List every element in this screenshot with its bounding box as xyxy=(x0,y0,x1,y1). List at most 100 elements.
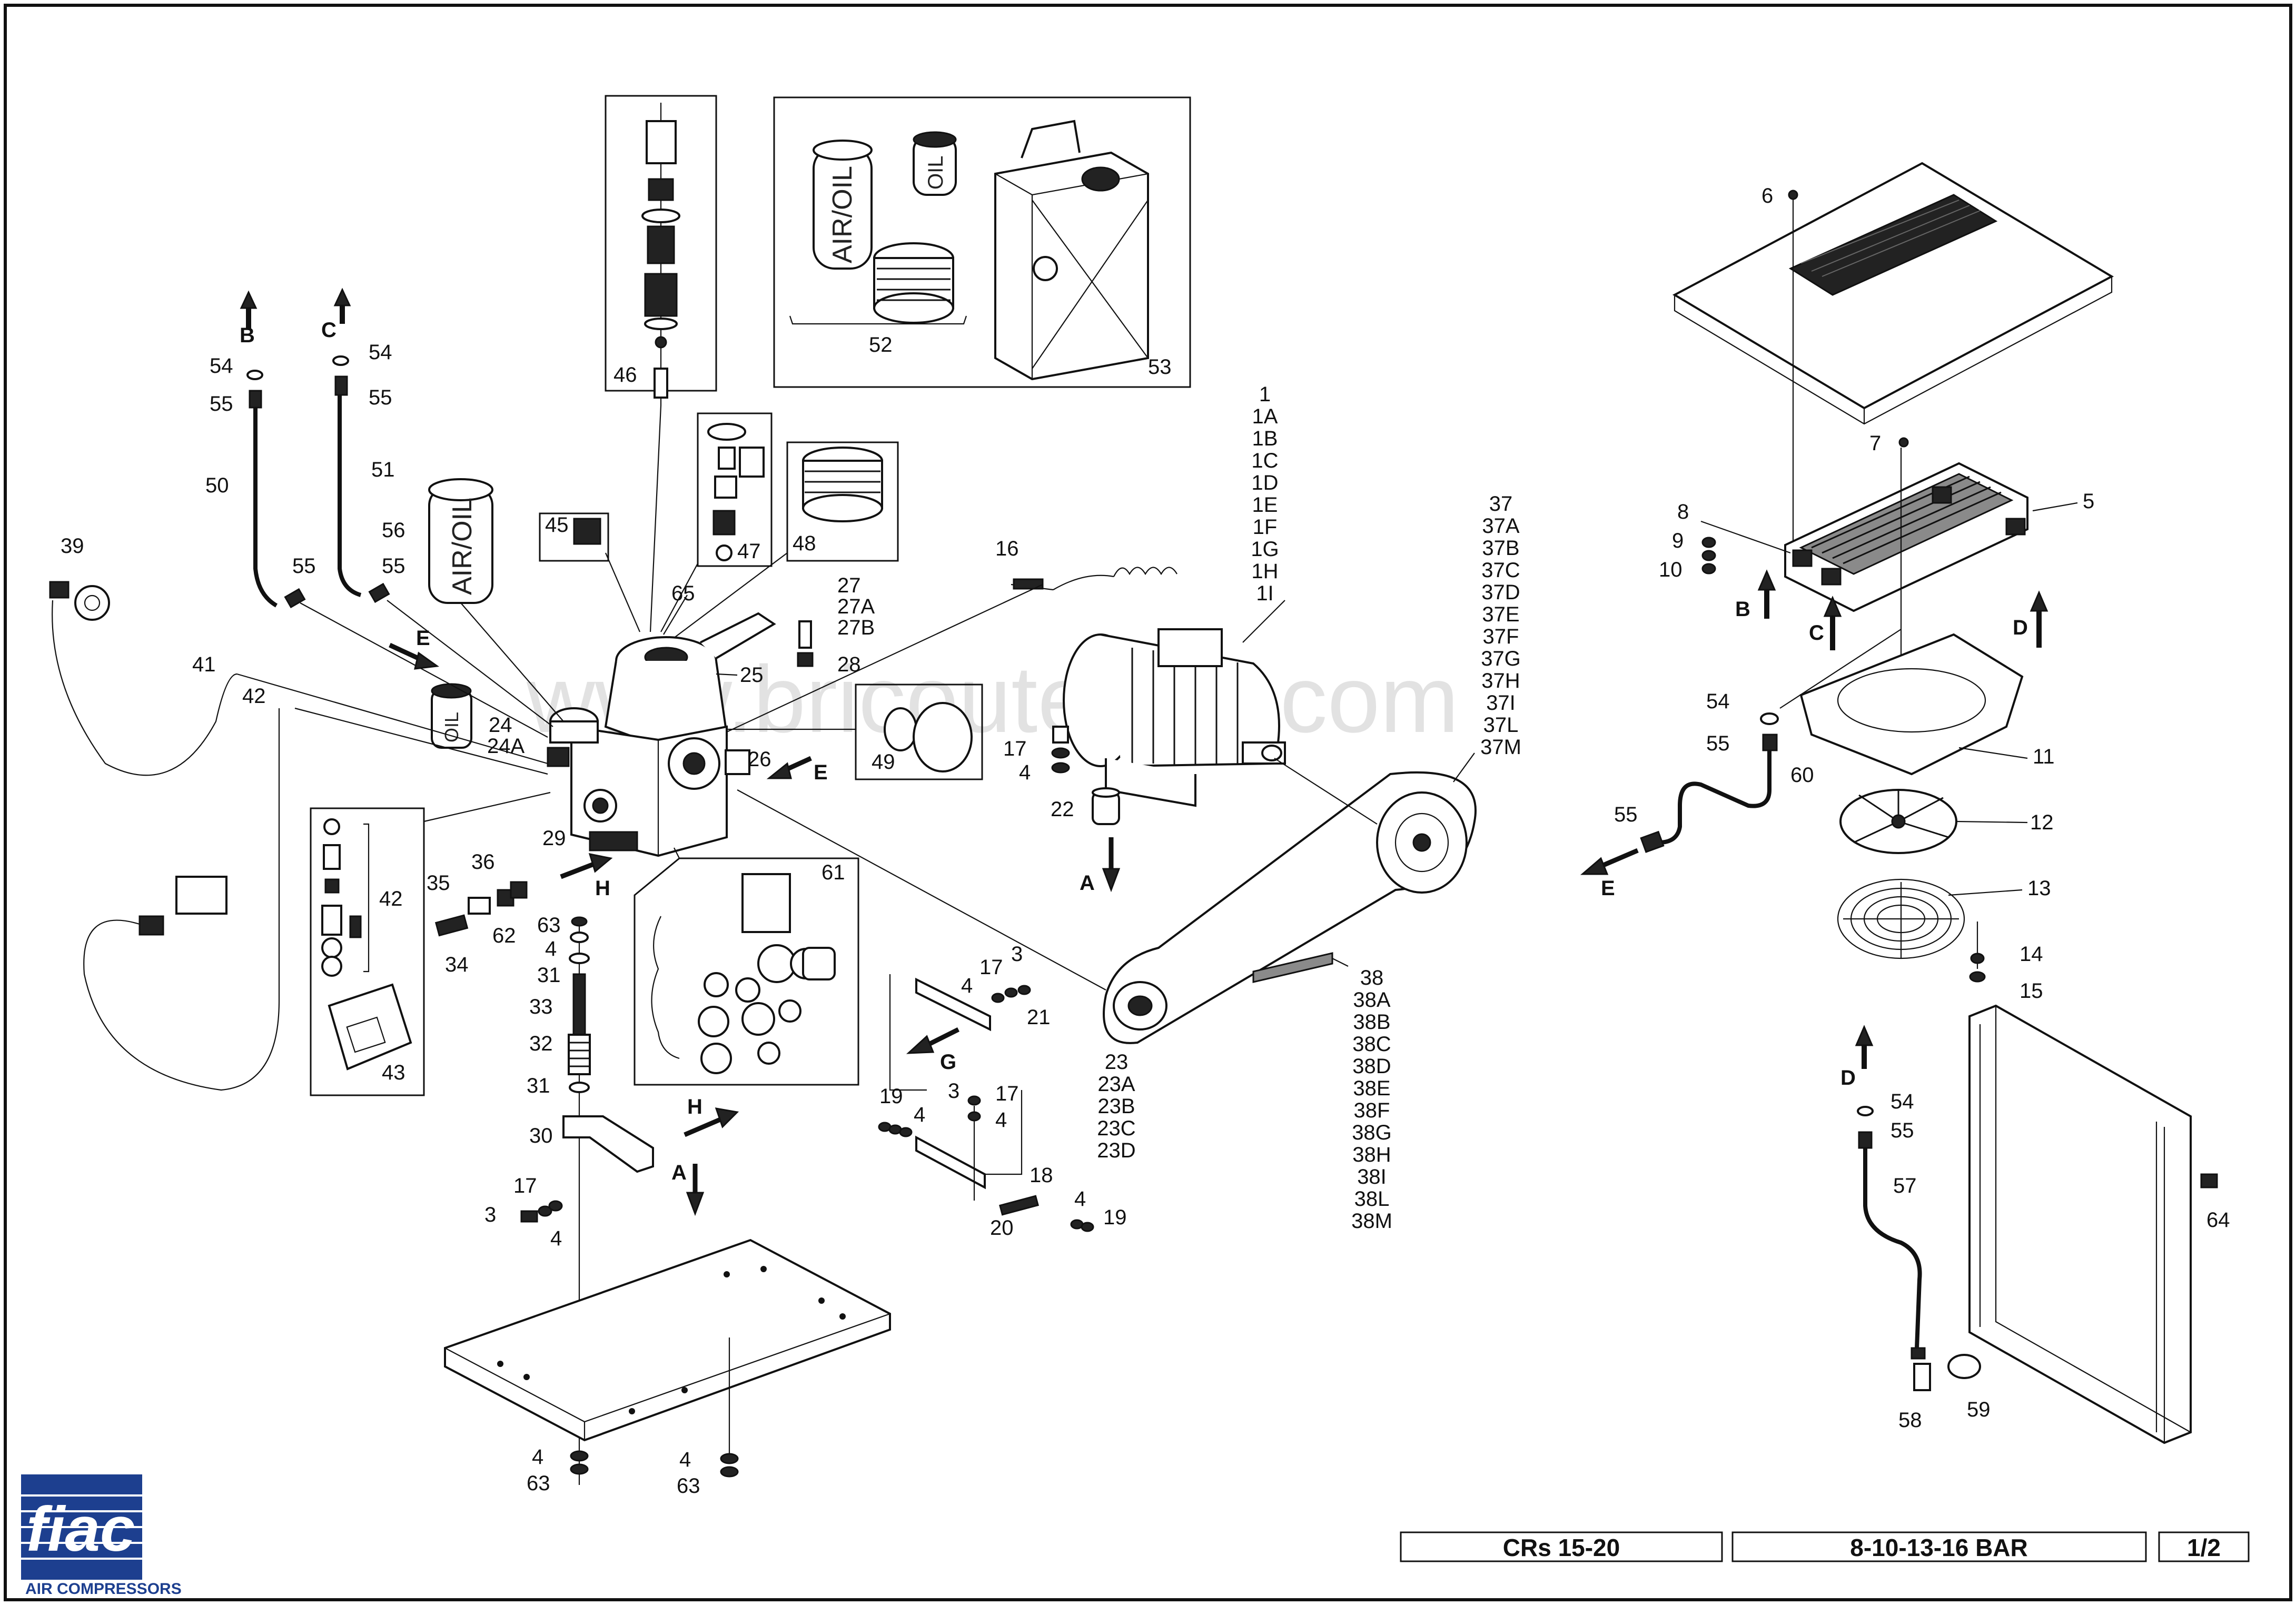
part-code: 37A xyxy=(1482,514,1519,538)
fiac-logo: fiac AIR COMPRESSORS xyxy=(21,1474,182,1598)
callout-13: 13 xyxy=(2027,877,2051,900)
callout-53: 53 xyxy=(1148,355,1172,379)
oil-cooler-5 xyxy=(1784,462,2028,612)
callout-55-left-c: 55 xyxy=(369,386,392,409)
side-frame-64 xyxy=(1968,1004,2218,1444)
callout-9: 9 xyxy=(1672,529,1684,552)
part-code: 1G xyxy=(1251,538,1279,561)
part-code: 1H xyxy=(1251,560,1278,583)
callout-45: 45 xyxy=(545,513,569,537)
callout-39: 39 xyxy=(61,534,84,558)
callout-21: 21 xyxy=(1027,1006,1051,1029)
part-code: 38M xyxy=(1351,1210,1392,1233)
callout-24: 24 xyxy=(489,714,512,737)
cooler-cover xyxy=(1672,162,2114,425)
flow-label-a-upper: A xyxy=(1080,871,1095,895)
callout-55-left-b: 55 xyxy=(210,392,233,415)
callout-5: 5 xyxy=(2083,490,2094,513)
part-box-49: 49 xyxy=(855,683,983,780)
title-block: CRs 15-20 8-10-13-16 BAR 1/2 xyxy=(1400,1531,2250,1562)
callout-50: 50 xyxy=(205,474,229,497)
part-code: 1E xyxy=(1252,493,1278,517)
callout-33: 33 xyxy=(529,995,553,1018)
callout-55-hose-c: 55 xyxy=(382,554,405,578)
callout-34: 34 xyxy=(445,953,469,976)
part-code: 1 xyxy=(1259,383,1271,406)
fittings-8-10 xyxy=(1700,520,1791,574)
part-code: 37M xyxy=(1480,736,1521,759)
electric-motor xyxy=(1063,628,1286,807)
callout-4-foot-right: 4 xyxy=(679,1448,691,1471)
callout-30: 30 xyxy=(529,1124,553,1147)
callout-8: 8 xyxy=(1677,500,1689,523)
callout-4-foot-left: 4 xyxy=(532,1445,543,1469)
part-code: 1D xyxy=(1251,471,1278,494)
callout-42-box: 42 xyxy=(379,887,403,910)
part-code: 1A xyxy=(1252,405,1278,428)
callout-27b: 27B xyxy=(837,616,875,639)
callout-15: 15 xyxy=(2020,979,2043,1003)
flow-arrow-c-right xyxy=(1823,596,1842,650)
part-code: 38L xyxy=(1354,1187,1390,1211)
hoses-left xyxy=(240,288,553,738)
valve-assembly-46 xyxy=(605,95,717,405)
callout-4-right: 4 xyxy=(1074,1187,1086,1211)
callout-54-left-b: 54 xyxy=(210,354,233,378)
callout-31-lower: 31 xyxy=(527,1074,550,1097)
drain-hose-57 xyxy=(1855,1025,1981,1391)
belt-tensioner-bracket xyxy=(878,974,1094,1232)
callout-3-mid: 3 xyxy=(948,1079,959,1103)
part-code: 37E xyxy=(1482,603,1519,626)
callout-41: 41 xyxy=(192,653,216,676)
consumables-kit: AIR/OIL OIL xyxy=(773,96,1191,388)
pressure-label: 8-10-13-16 BAR xyxy=(1850,1534,2027,1561)
fittings-34-36 xyxy=(434,881,528,937)
part-code: 1C xyxy=(1251,449,1278,472)
callout-22: 22 xyxy=(1051,798,1074,821)
part-box-42-43: 42 43 xyxy=(310,807,425,1096)
flow-arrow-a-upper xyxy=(1102,837,1121,893)
consumables-box xyxy=(773,96,1191,388)
flow-arrow-g xyxy=(906,1027,960,1054)
callout-4-bracket-top: 4 xyxy=(961,974,973,997)
callout-17-mid: 17 xyxy=(995,1082,1019,1105)
callout-43: 43 xyxy=(382,1061,405,1084)
flow-arrow-e-upper xyxy=(389,642,440,670)
bolt-set-3-17-4 xyxy=(520,1200,563,1223)
air-end-assembly xyxy=(547,612,776,857)
callout-3-bracket-top: 3 xyxy=(1011,943,1023,966)
callout-52: 52 xyxy=(869,333,893,356)
oil-filter-label: OIL xyxy=(924,156,947,190)
outlet-hose-60 xyxy=(1640,629,1902,853)
callout-56: 56 xyxy=(382,519,405,542)
part-code: 1F xyxy=(1253,516,1278,539)
part-code: 38A xyxy=(1353,988,1390,1012)
mount-column xyxy=(562,916,654,1485)
callout-49: 49 xyxy=(872,750,895,774)
part-code: 23C xyxy=(1097,1117,1135,1140)
sheet-label: 1/2 xyxy=(2187,1534,2221,1561)
callout-35: 35 xyxy=(427,871,450,895)
callout-59: 59 xyxy=(1967,1398,1991,1421)
part-box-47: 47 xyxy=(697,412,773,567)
part-box-48: 48 xyxy=(786,441,899,562)
flow-label-b-left: B xyxy=(240,324,255,347)
callout-4-lower: 4 xyxy=(550,1227,562,1250)
fan-12 xyxy=(1839,789,1957,854)
callout-19-left: 19 xyxy=(879,1085,903,1108)
flow-label-a-lower: A xyxy=(671,1161,687,1184)
callout-29: 29 xyxy=(542,827,566,850)
flow-label-h-upper: H xyxy=(595,877,610,900)
callout-31-upper: 31 xyxy=(537,964,561,987)
air-element-part xyxy=(873,242,954,324)
callout-57: 57 xyxy=(1893,1174,1917,1197)
callout-20: 20 xyxy=(990,1216,1014,1240)
callout-63-foot-left: 63 xyxy=(527,1472,550,1495)
flow-arrow-a-lower xyxy=(686,1164,705,1216)
callout-4-left: 4 xyxy=(914,1103,925,1126)
callout-4-motor: 4 xyxy=(1019,761,1031,784)
part-code: 37G xyxy=(1481,647,1521,670)
callout-27a: 27A xyxy=(837,595,875,618)
